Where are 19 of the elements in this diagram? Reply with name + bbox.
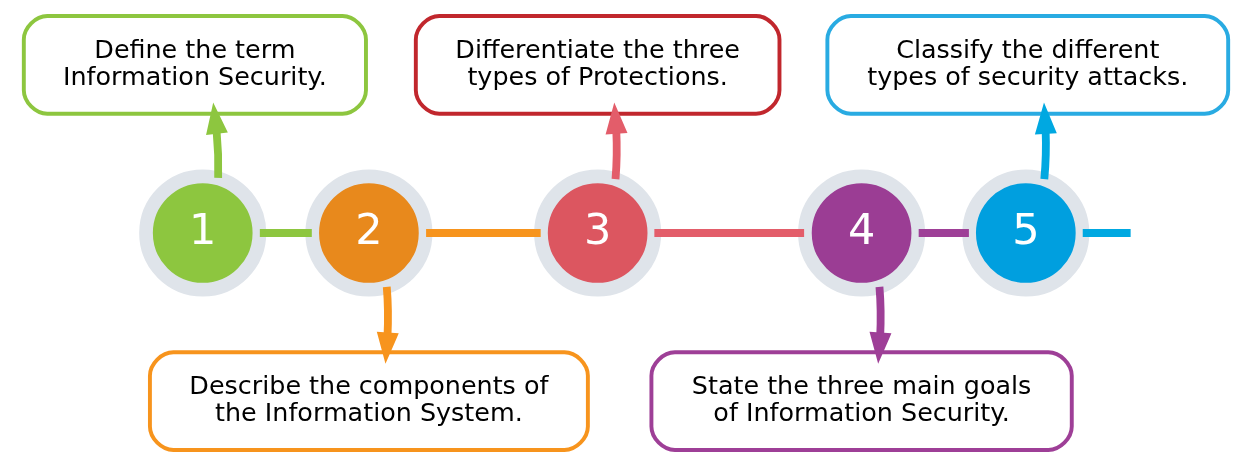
- arrow: [1034, 102, 1057, 180]
- node-box: Define the term Information Security.: [21, 14, 368, 116]
- connector: [426, 229, 541, 237]
- arrow: [206, 102, 228, 178]
- node-circle: 2: [305, 169, 433, 297]
- arrow: [869, 286, 892, 364]
- arrow: [605, 102, 628, 180]
- connector: [654, 229, 805, 237]
- connector: [259, 229, 312, 237]
- node-box: State the three main goals of Information Security.: [649, 350, 1074, 452]
- node-circle: 5: [962, 169, 1090, 297]
- connector: [918, 229, 969, 237]
- node-circle: 1: [139, 169, 267, 297]
- node-box: Classify the different types of security attacks.: [825, 14, 1231, 116]
- node-circle: 3: [534, 169, 662, 297]
- arrow: [376, 286, 399, 364]
- node-circle: 4: [798, 169, 926, 297]
- node-box: Describe the components of the Information System.: [147, 350, 590, 452]
- node-box: Differentiate the three types of Protections.: [413, 14, 782, 116]
